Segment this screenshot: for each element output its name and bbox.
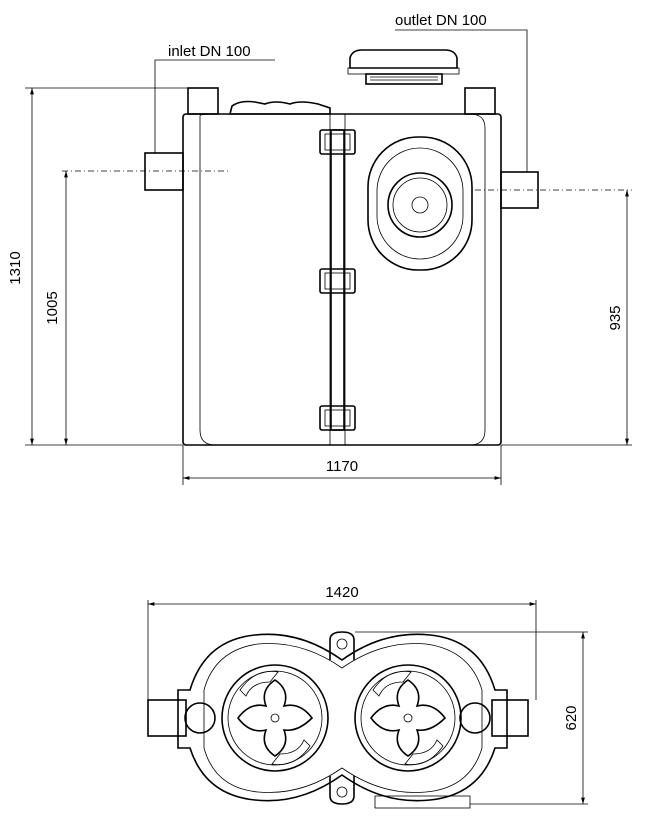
lug-bottom [329, 776, 355, 805]
dim-height-inlet: 1005 [44, 171, 68, 445]
dim-1310-text: 1310 [7, 251, 24, 284]
tank-inner-right [344, 113, 486, 446]
tank-outline-top [177, 633, 508, 802]
boss-right [459, 702, 491, 734]
inlet-pipe [144, 152, 184, 191]
outlet-pipe-top [491, 699, 529, 737]
dim-width-top: 1420 [147, 584, 537, 700]
lid-top-raised [347, 49, 460, 85]
dim-height-outlet: 935 [501, 190, 632, 446]
dim-depth-top: 620 [355, 631, 588, 805]
bottom-base-tab [374, 795, 471, 809]
seam-clamps [319, 129, 356, 431]
side-view: inlet DN 100 outlet DN 100 1310 1005 935 [7, 12, 632, 485]
lid-left [228, 100, 331, 115]
lug-top [329, 631, 355, 660]
center-seam [330, 129, 345, 431]
lid-left-top [221, 664, 329, 772]
top-stub-left [187, 87, 219, 115]
outlet-label-text: outlet DN 100 [395, 12, 487, 29]
top-stub-right [464, 87, 496, 115]
inlet-label-text: inlet DN 100 [168, 43, 251, 60]
outlet-label: outlet DN 100 [395, 12, 528, 172]
dim-1005-text: 1005 [44, 291, 61, 324]
boss-left [184, 702, 216, 734]
tank-inner-left [199, 113, 331, 446]
dim-1170-text: 1170 [326, 458, 358, 475]
dim-620-text: 620 [563, 705, 580, 730]
dim-935-text: 935 [607, 305, 624, 330]
tank-body [182, 113, 502, 446]
dim-height-total: 1310 [7, 87, 188, 446]
dim-width-side: 1170 [182, 445, 502, 485]
top-view: 1420 620 [147, 584, 588, 809]
inspection-port [367, 136, 473, 271]
inlet-label: inlet DN 100 [154, 43, 275, 153]
dim-1420-text: 1420 [325, 584, 358, 601]
inlet-pipe-top [147, 699, 187, 737]
lid-right-top [354, 664, 462, 772]
